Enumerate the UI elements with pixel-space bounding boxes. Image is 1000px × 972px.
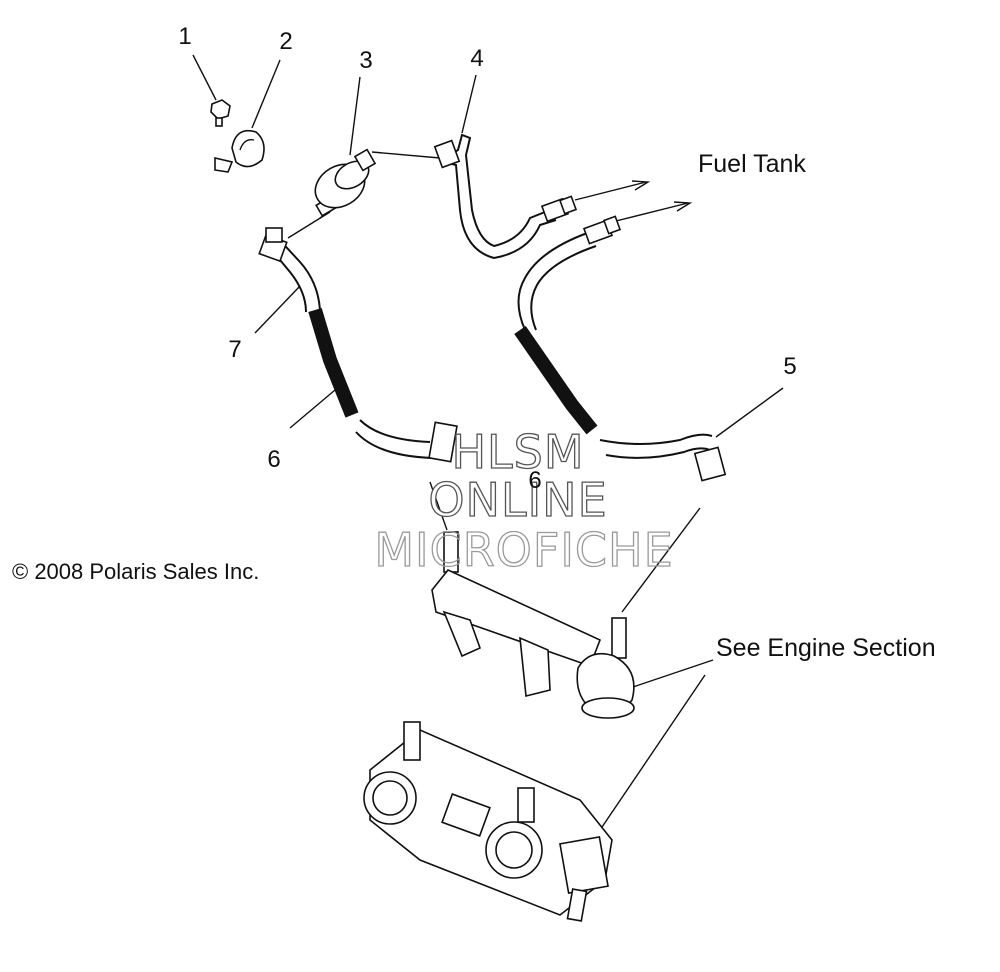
- hose-5: [514, 215, 727, 482]
- callout-7: 7: [228, 336, 241, 363]
- fuel-tank-label: Fuel Tank: [698, 150, 806, 178]
- hose-6-7: [258, 227, 458, 463]
- screw-part: [210, 99, 231, 127]
- callout-5: 5: [783, 353, 796, 380]
- fuel-filter-part: [314, 148, 377, 219]
- hose-4: [433, 133, 578, 260]
- callout-6-right: 6: [528, 467, 541, 494]
- callout-6-left: 6: [267, 446, 280, 473]
- callout-numbers: 1 2 3 4 5 6 7 6: [178, 23, 796, 494]
- callout-4: 4: [470, 45, 483, 72]
- fuel-rail-part: [431, 531, 635, 719]
- watermark-line-2: ONLINE: [428, 473, 607, 527]
- callout-3: 3: [359, 47, 372, 74]
- callout-2: 2: [279, 28, 292, 55]
- engine-section-label: See Engine Section: [716, 634, 936, 662]
- watermark: HLSM ONLINE MICROFICHE: [374, 424, 674, 577]
- copyright-text: © 2008 Polaris Sales Inc.: [12, 559, 259, 584]
- clamp-part: [214, 129, 265, 173]
- callout-1: 1: [178, 23, 191, 50]
- throttle-body-part: [363, 721, 613, 922]
- watermark-line-3: MICROFICHE: [374, 523, 673, 577]
- watermark-line-1: HLSM: [451, 425, 584, 479]
